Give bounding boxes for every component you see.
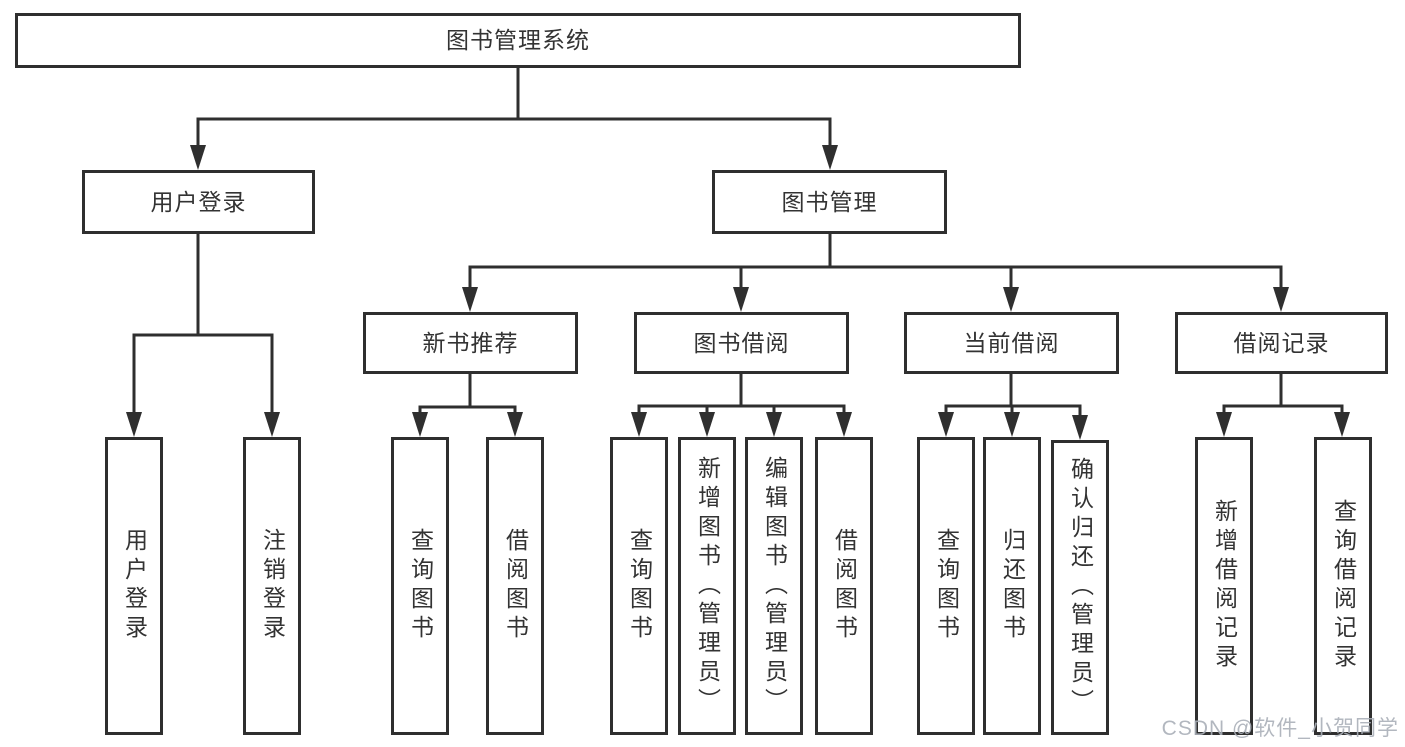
node-book-borrowing: 图书借阅 bbox=[634, 312, 849, 374]
node-leaf-add-borrow-record: 新增借阅记录 bbox=[1195, 437, 1253, 735]
node-leaf-borrow-books-recommend: 借阅图书 bbox=[486, 437, 544, 735]
node-leaf-query-books-current: 查询图书 bbox=[917, 437, 975, 735]
csdn-watermark: CSDN @软件_小贺同学 bbox=[1161, 717, 1399, 740]
node-new-book-recommendation: 新书推荐 bbox=[363, 312, 578, 374]
node-user-login: 用户登录 bbox=[82, 170, 315, 234]
node-leaf-query-books-borrow: 查询图书 bbox=[610, 437, 668, 735]
node-leaf-edit-books-admin: 编辑图书（管理员） bbox=[745, 437, 803, 735]
node-current-borrowing: 当前借阅 bbox=[904, 312, 1119, 374]
node-leaf-add-books-admin: 新增图书（管理员） bbox=[678, 437, 736, 735]
node-borrowing-records: 借阅记录 bbox=[1175, 312, 1388, 374]
node-leaf-confirm-return-admin: 确认归还（管理员） bbox=[1051, 440, 1109, 735]
node-book-management: 图书管理 bbox=[712, 170, 947, 234]
node-leaf-query-books-recommend: 查询图书 bbox=[391, 437, 449, 735]
node-leaf-borrow-books-borrow: 借阅图书 bbox=[815, 437, 873, 735]
node-leaf-user-login: 用户登录 bbox=[105, 437, 163, 735]
node-leaf-logout: 注销登录 bbox=[243, 437, 301, 735]
node-leaf-query-borrow-record: 查询借阅记录 bbox=[1314, 437, 1372, 735]
node-leaf-return-books: 归还图书 bbox=[983, 437, 1041, 735]
node-root: 图书管理系统 bbox=[15, 13, 1021, 68]
